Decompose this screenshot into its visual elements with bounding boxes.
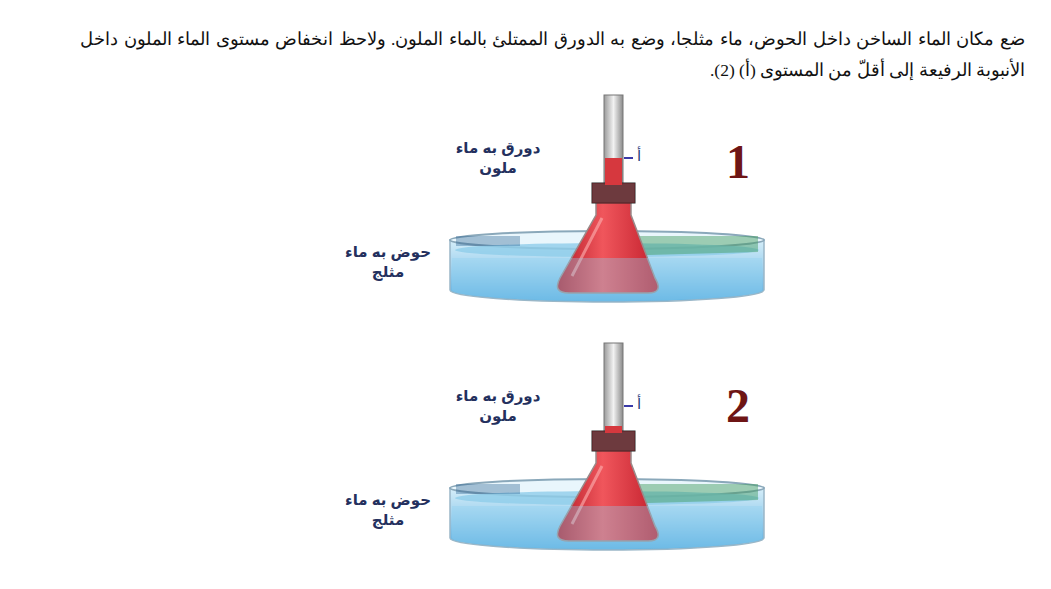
flask-label: دورق به ماء ملون [448,138,548,178]
setup-two [450,343,764,550]
tube-level-two [605,426,622,433]
tube-level-one [605,158,622,185]
setup-one [450,95,764,302]
panel-number: 2 [726,380,750,432]
panel-number: 1 [726,136,750,188]
level-mark: أ [637,395,641,413]
basin-label: حوض به ماء مثلج [338,242,438,282]
instruction-text: ضع مكان الماء الساخن داخل الحوض، ماء مثل… [80,24,1025,86]
basin-label: حوض به ماء مثلج [338,490,438,530]
flask-label: دورق به ماء ملون [448,386,548,426]
level-mark: أ [637,147,641,165]
